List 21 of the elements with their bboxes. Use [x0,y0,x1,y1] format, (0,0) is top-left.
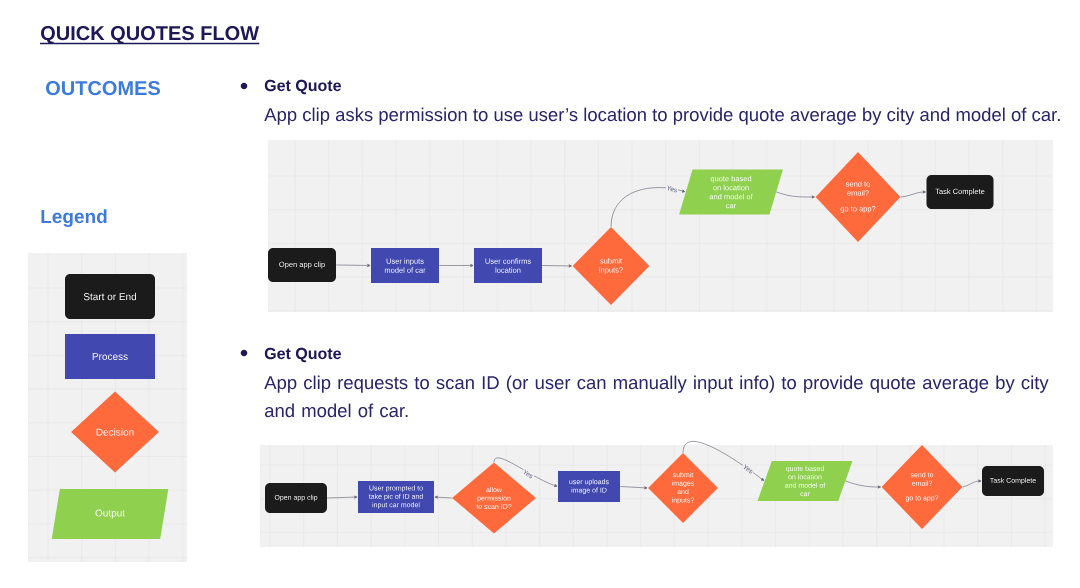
process-box: Process [65,334,155,379]
section-heading: OUTCOMES [46,81,160,96]
arrow [438,264,474,267]
arrow [335,263,371,267]
bullet-heading: Get Quote [264,79,341,95]
arrow [845,480,881,489]
bullet-heading: Get Quote [264,347,341,363]
description-text: App clip requests to scan ID (or user can manually input info) to provide quote average by city and model of car. [264,375,1049,418]
arrow [900,190,926,198]
arrow [776,191,815,199]
arrow [541,264,572,268]
arrow [434,495,453,499]
start-end-box: Start or End [65,274,155,319]
arrow [326,495,358,499]
arrow [610,187,686,228]
arrow [619,486,648,490]
arrow [962,479,982,488]
arrow [682,441,765,481]
title: QUICK QUOTES FLOW [39,26,260,45]
description-text: App clip asks permission to use user’s location to provide quote average by city and model of car. [264,107,1060,125]
section-heading: Legend [41,209,107,228]
